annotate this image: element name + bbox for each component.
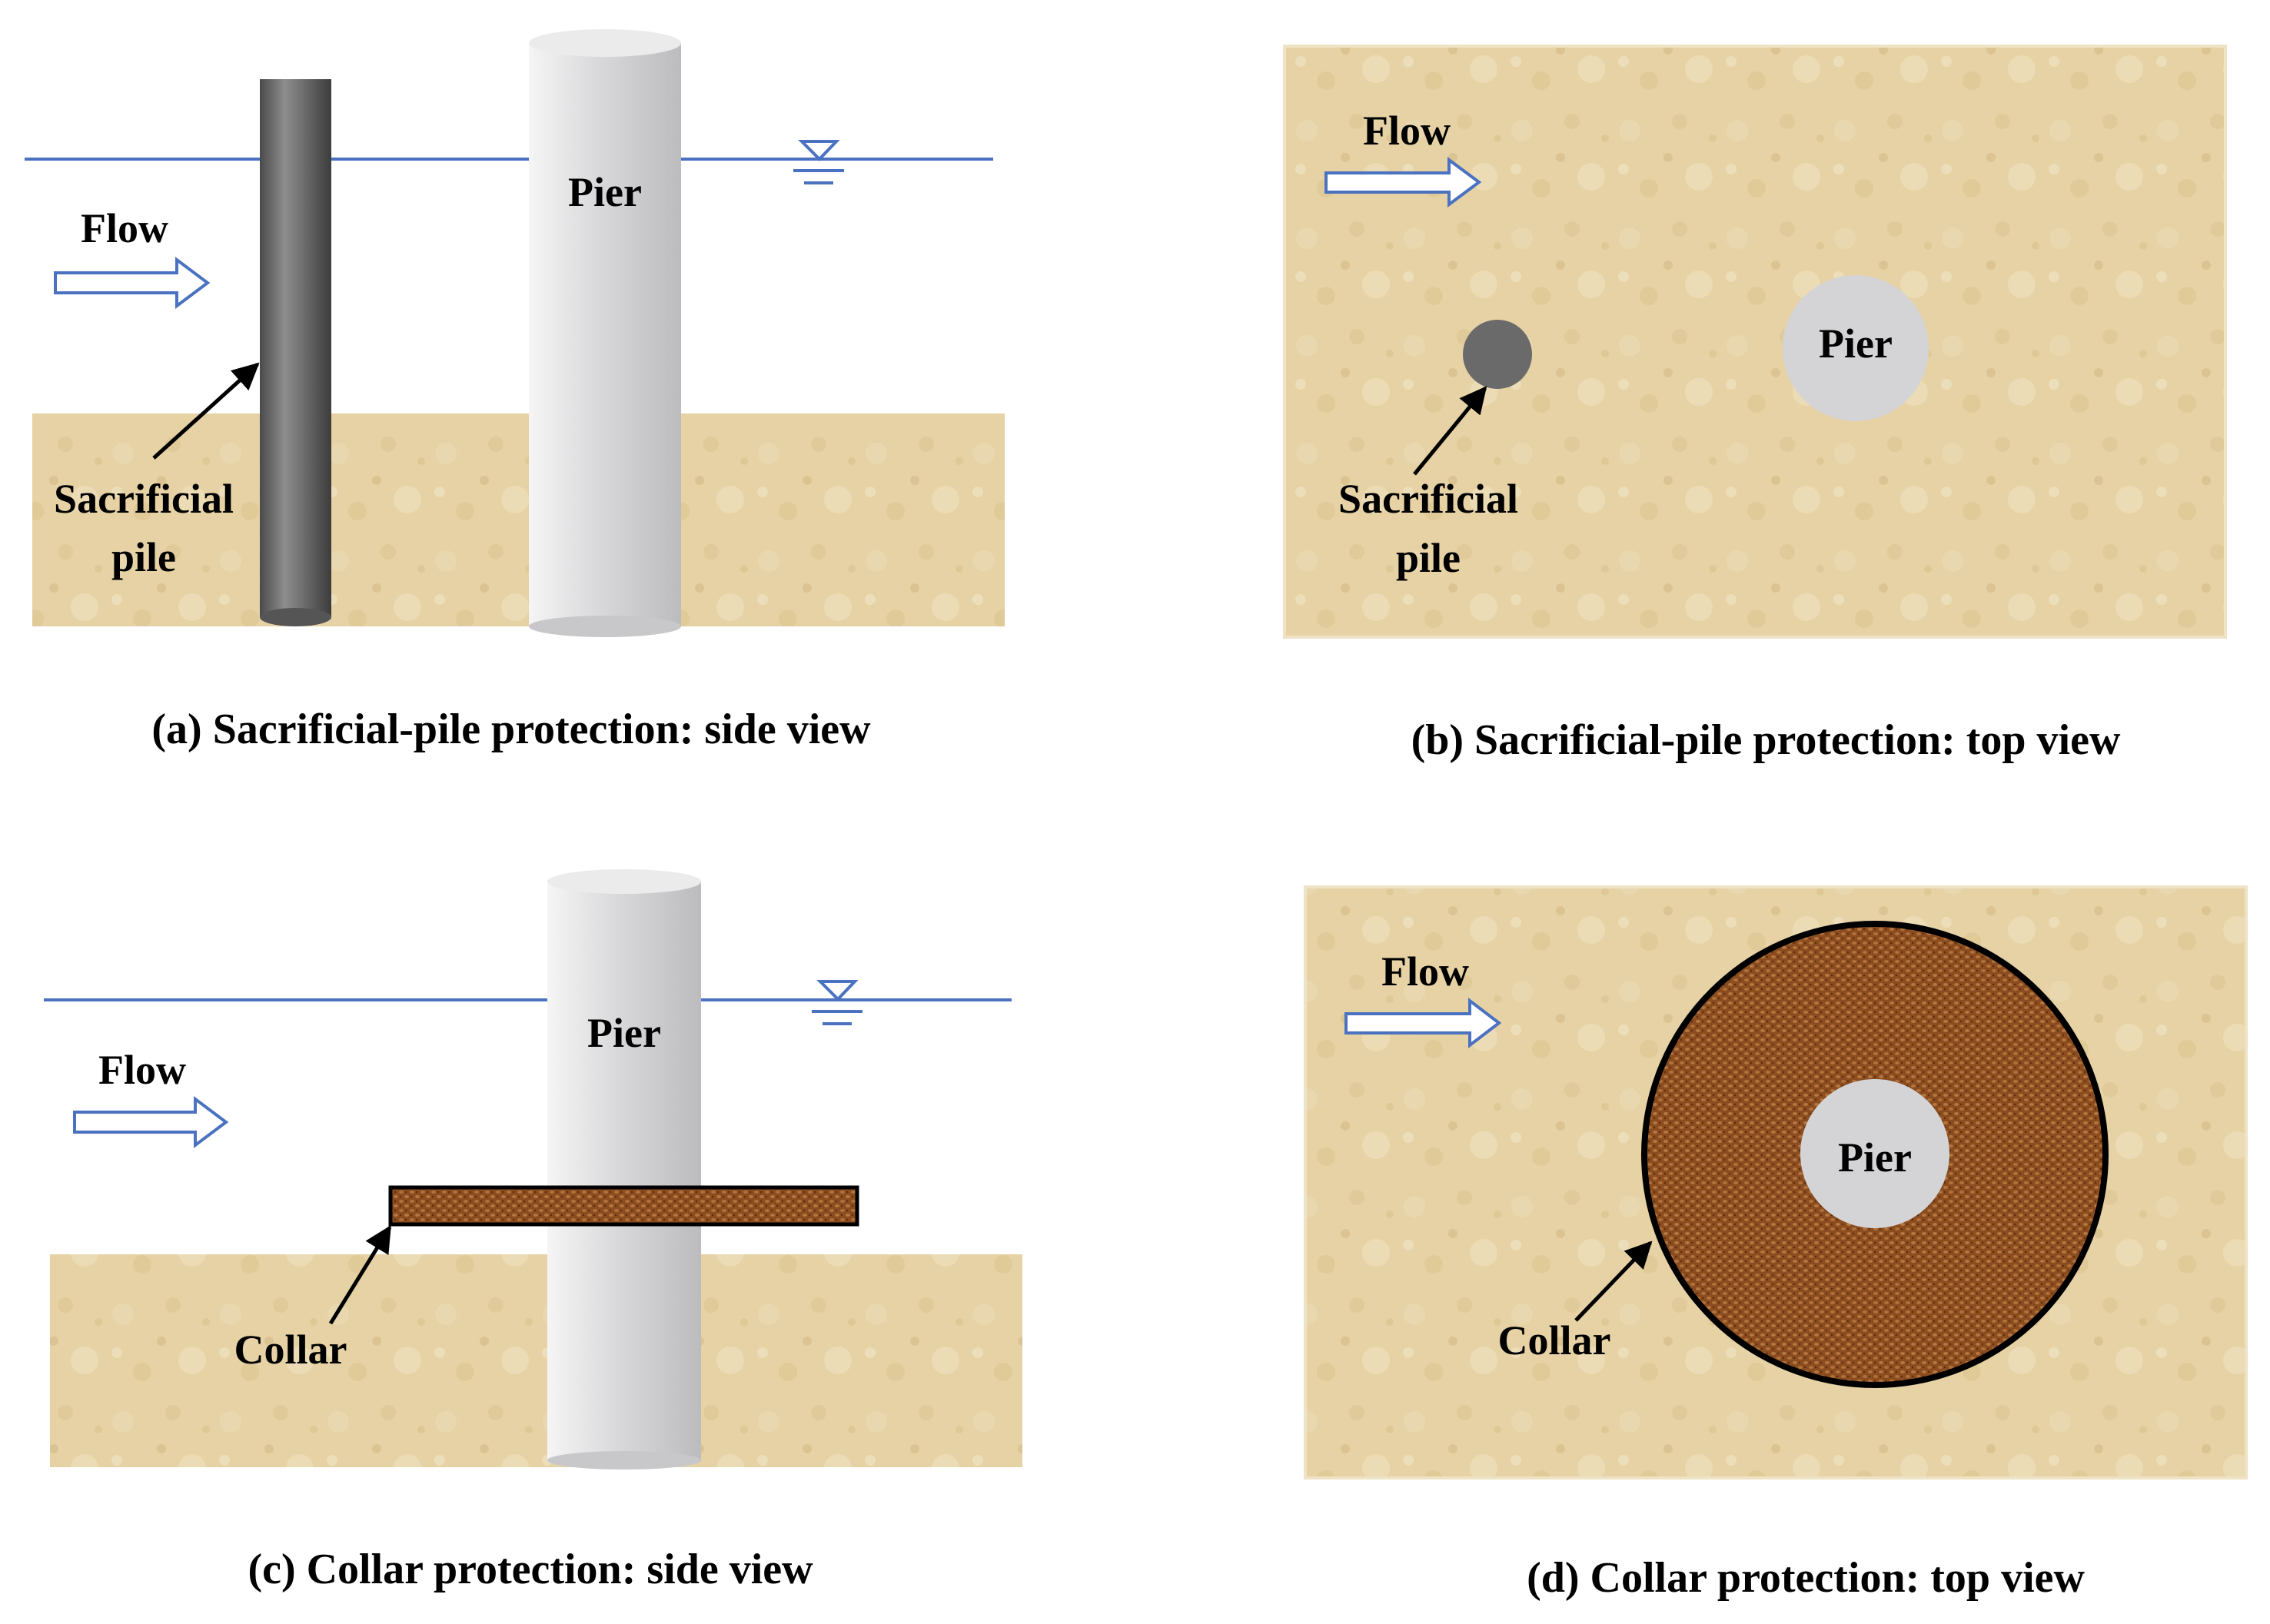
pier-label: Pier: [568, 169, 642, 215]
sacrificial-pile-label-line1: Sacrificial: [54, 476, 234, 522]
sand-bed: [1283, 45, 2227, 639]
panel-c-side-view-collar: Flow Pier Collar (c) Collar protection: …: [44, 869, 1022, 1593]
caption-b: (b) Sacrificial-pile protection: top vie…: [1411, 716, 2121, 764]
pier-label: Pier: [1819, 320, 1893, 367]
flow-arrow: [73, 1096, 229, 1148]
collar: [388, 1185, 859, 1227]
sacrificial-pile-top: [1463, 320, 1532, 389]
flow-label: Flow: [81, 205, 168, 251]
pier-top: [1800, 1079, 1949, 1228]
flow-arrow: [54, 257, 211, 309]
water-level-symbol: [793, 140, 844, 184]
panel-d-top-view-collar: Flow Pier Collar (d) Collar protection: …: [1304, 885, 2248, 1602]
sacrificial-pile-label-line2: pile: [1396, 535, 1461, 581]
collar-label: Collar: [1498, 1317, 1611, 1363]
flow-arrow: [1324, 157, 1482, 208]
sand-bed: [50, 1254, 1022, 1467]
flow-arrow: [1344, 997, 1502, 1049]
flow-label: Flow: [98, 1047, 186, 1093]
pier-cylinder: [547, 869, 701, 1470]
pier-cylinder: [529, 29, 681, 637]
pier-top: [1783, 275, 1929, 421]
pier-label: Pier: [587, 1010, 661, 1056]
water-level-symbol: [812, 980, 862, 1025]
sand-bed: [32, 413, 1005, 626]
pile-pointer-arrow: [152, 362, 260, 460]
sacrificial-pile-label-line1: Sacrificial: [1338, 476, 1518, 522]
flow-label: Flow: [1363, 108, 1451, 154]
collar-label: Collar: [234, 1327, 347, 1373]
collar-pointer-arrow: [1574, 1240, 1653, 1322]
caption-c: (c) Collar protection: side view: [248, 1546, 813, 1593]
pile-pointer-arrow: [1413, 386, 1487, 476]
pier-label: Pier: [1838, 1134, 1912, 1181]
sacrificial-pile: [260, 79, 331, 626]
panel-a-side-view-sacrificial-pile: Flow Pier Sacrificial pile (a) Sacrifici…: [25, 29, 1005, 753]
panel-b-top-view-sacrificial-pile: Flow Pier Sacrificial pile (b) Sacrifici…: [1283, 45, 2227, 764]
sacrificial-pile-label-line2: pile: [111, 534, 176, 580]
caption-d: (d) Collar protection: top view: [1527, 1554, 2085, 1602]
flow-label: Flow: [1381, 948, 1469, 995]
collar-pointer-arrow: [328, 1225, 392, 1325]
caption-a: (a) Sacrificial-pile protection: side vi…: [151, 706, 871, 753]
